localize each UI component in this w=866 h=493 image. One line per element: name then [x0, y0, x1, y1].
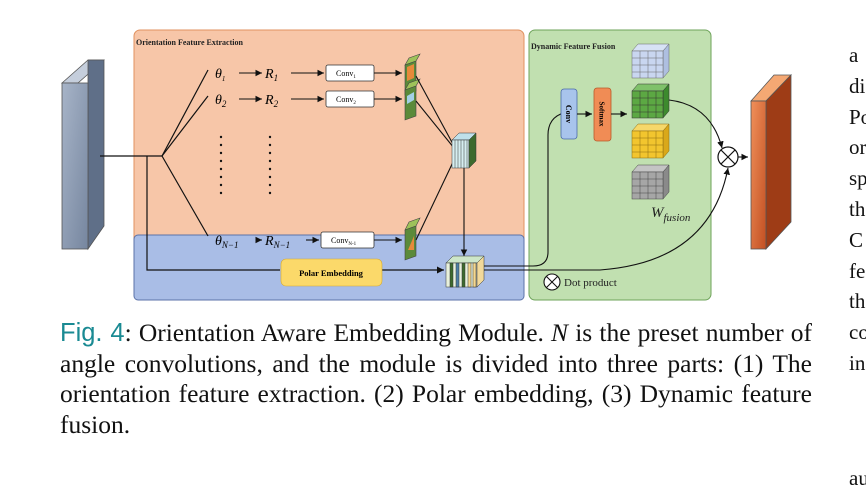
right-col-line: C	[849, 227, 864, 252]
angle-row-n-1: θN−1 RN−1 ConvN-1	[215, 231, 402, 250]
dynamic-fusion-region	[528, 29, 712, 301]
orientation-title: Orientation Feature Extraction	[136, 38, 243, 47]
stacked-orientation-tensor	[451, 132, 477, 169]
right-col-line: a	[849, 43, 859, 67]
right-column-fragments: a di Po or sp th C fe th co in	[849, 40, 866, 379]
figure-label: Fig. 4	[60, 319, 125, 347]
caption-text-1: Orientation Aware Embedding Module.	[138, 318, 552, 347]
right-col-line: co	[849, 320, 866, 345]
input-tensor	[60, 59, 106, 251]
right-col-line: in	[849, 350, 866, 375]
svg-text:θN−1: θN−1	[215, 234, 238, 250]
right-col-line: di	[849, 73, 866, 98]
w-fusion-label: Wfusion	[651, 205, 691, 224]
right-col-line: sp	[849, 166, 866, 191]
dynamic-title: Dynamic Feature Fusion	[531, 42, 616, 51]
svg-text:ConvN-1: ConvN-1	[331, 236, 357, 247]
ellipsis-dots	[219, 135, 272, 195]
weight-cube-green	[631, 83, 670, 119]
dot-product-icon	[717, 146, 739, 168]
right-col-line: fe	[849, 258, 866, 283]
converge-lines	[415, 75, 468, 256]
polar-embedding-label: Polar Embedding	[299, 268, 364, 278]
right-col-line: th	[849, 289, 866, 314]
output-tensor	[750, 74, 792, 251]
legend: Dot product	[543, 273, 617, 291]
svg-text:RN−1: RN−1	[264, 234, 290, 250]
svg-text:θ2: θ2	[215, 93, 227, 109]
angle-row-1: θ1 R1 Conv1	[215, 64, 402, 83]
weight-cube-yellow	[631, 123, 670, 159]
tensor-to-dot-path	[484, 167, 730, 271]
svg-text:R2: R2	[264, 93, 279, 109]
svg-text:R1: R1	[264, 67, 278, 83]
tensor-to-conv-path	[484, 107, 577, 267]
right-col-line: or	[849, 135, 866, 160]
svg-text:Conv1: Conv1	[336, 69, 356, 80]
angle-row-2: θ2 R2 Conv2	[215, 90, 402, 109]
bottom-fragment: au	[849, 466, 866, 490]
right-col-line: Po	[849, 104, 866, 129]
module-diagram: Orientation Feature Extraction Dynamic F…	[60, 29, 792, 301]
input-connectors	[100, 69, 444, 274]
right-col-line: th	[849, 196, 866, 221]
angle-feature-map-2	[404, 78, 421, 121]
weight-cube-gray	[631, 164, 670, 200]
combined-tensor	[445, 255, 485, 288]
caption-text-2: is the preset number of angle convolutio…	[60, 318, 813, 439]
caption-math-n: N	[551, 318, 569, 347]
legend-label: Dot product	[564, 277, 617, 289]
softmax-label: Softmax	[598, 102, 606, 127]
conv-label: Conv	[564, 105, 573, 123]
weights-to-dot-path	[668, 99, 724, 149]
figure-caption: Fig. 4: Orientation Aware Embedding Modu…	[60, 318, 813, 439]
angle-feature-map-n-1	[404, 217, 421, 261]
weight-cube-blue	[631, 43, 670, 79]
svg-text:Conv2: Conv2	[336, 95, 356, 106]
svg-text:θ1: θ1	[215, 67, 225, 83]
polar-embedding-block	[280, 258, 383, 287]
